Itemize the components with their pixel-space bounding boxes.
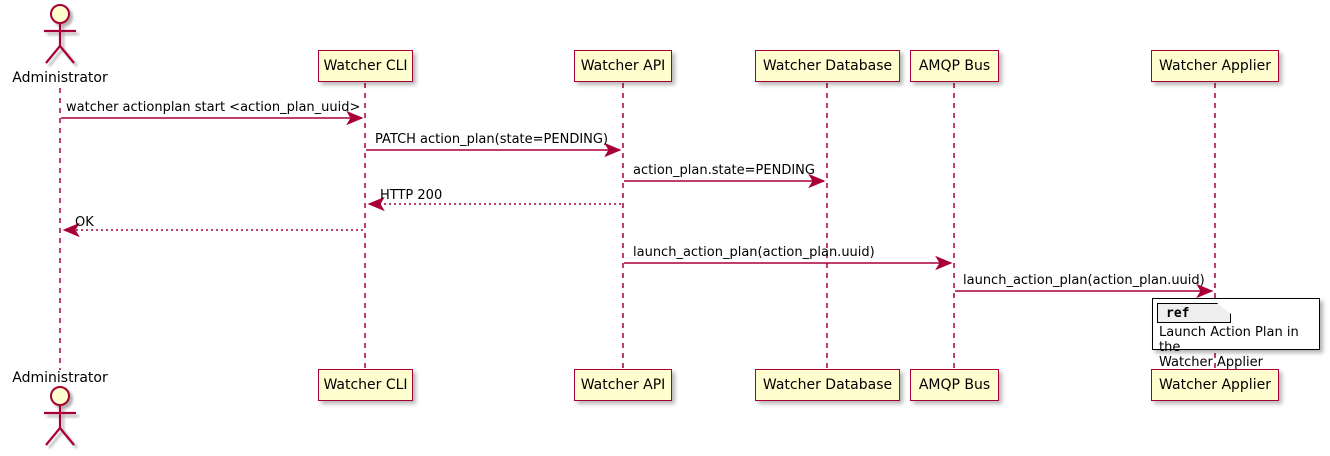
participant-label-watcher-applier-top: Watcher Applier <box>1159 58 1271 74</box>
participant-box-amqp-bus-bottom[interactable]: AMQP Bus <box>910 369 999 401</box>
participant-box-watcher-cli-top[interactable]: Watcher CLI <box>318 50 413 82</box>
participant-label-watcher-database-top: Watcher Database <box>762 58 893 74</box>
ref-fragment-tab-label: ref <box>1166 305 1190 321</box>
ref-fragment-launch-action-plan[interactable]: ref Launch Action Plan in the Watcher Ap… <box>1152 298 1320 370</box>
actor-label-administrator-bottom: Administrator <box>12 370 108 386</box>
actor-administrator-bottom-figure <box>44 386 76 446</box>
participant-label-watcher-database-bottom: Watcher Database <box>762 377 893 393</box>
message-arrows-group <box>61 110 1214 299</box>
ref-fragment-body: Launch Action Plan in the Watcher Applie… <box>1159 325 1317 370</box>
participant-box-watcher-cli-bottom[interactable]: Watcher CLI <box>318 369 413 401</box>
participant-box-watcher-database-bottom[interactable]: Watcher Database <box>755 369 900 401</box>
message-label-7: launch_action_plan(action_plan.uuid) <box>963 273 1205 288</box>
participant-box-watcher-api-bottom[interactable]: Watcher API <box>574 369 672 401</box>
participant-box-watcher-applier-bottom[interactable]: Watcher Applier <box>1151 369 1279 401</box>
participant-box-amqp-bus-top[interactable]: AMQP Bus <box>910 50 999 82</box>
participant-box-watcher-applier-top[interactable]: Watcher Applier <box>1151 50 1279 82</box>
message-label-6: launch_action_plan(action_plan.uuid) <box>633 245 875 260</box>
participant-label-watcher-cli-top: Watcher CLI <box>323 58 408 74</box>
message-label-1: watcher actionplan start <action_plan_uu… <box>66 100 361 115</box>
participant-label-amqp-bus-top: AMQP Bus <box>918 58 991 74</box>
participant-label-watcher-cli-bottom: Watcher CLI <box>323 377 408 393</box>
ref-fragment-body-line-2: Watcher Applier <box>1159 355 1263 370</box>
ref-fragment-body-line-1: Launch Action Plan in the <box>1159 325 1299 355</box>
participant-box-watcher-database-top[interactable]: Watcher Database <box>755 50 900 82</box>
message-label-5: OK <box>75 215 94 230</box>
ref-fragment-tab: ref <box>1157 303 1231 323</box>
actor-administrator-top-figure <box>44 4 76 64</box>
participant-box-watcher-api-top[interactable]: Watcher API <box>574 50 672 82</box>
participant-label-watcher-api-bottom: Watcher API <box>580 377 666 393</box>
message-label-3: action_plan.state=PENDING <box>633 163 815 178</box>
participant-label-watcher-applier-bottom: Watcher Applier <box>1159 377 1271 393</box>
message-label-2: PATCH action_plan(state=PENDING) <box>375 132 609 147</box>
lifelines-group <box>59 83 1216 370</box>
participant-label-watcher-api-top: Watcher API <box>580 58 666 74</box>
participant-label-amqp-bus-bottom: AMQP Bus <box>918 377 991 393</box>
actor-label-administrator-top: Administrator <box>12 70 108 86</box>
message-label-4: HTTP 200 <box>380 188 443 203</box>
